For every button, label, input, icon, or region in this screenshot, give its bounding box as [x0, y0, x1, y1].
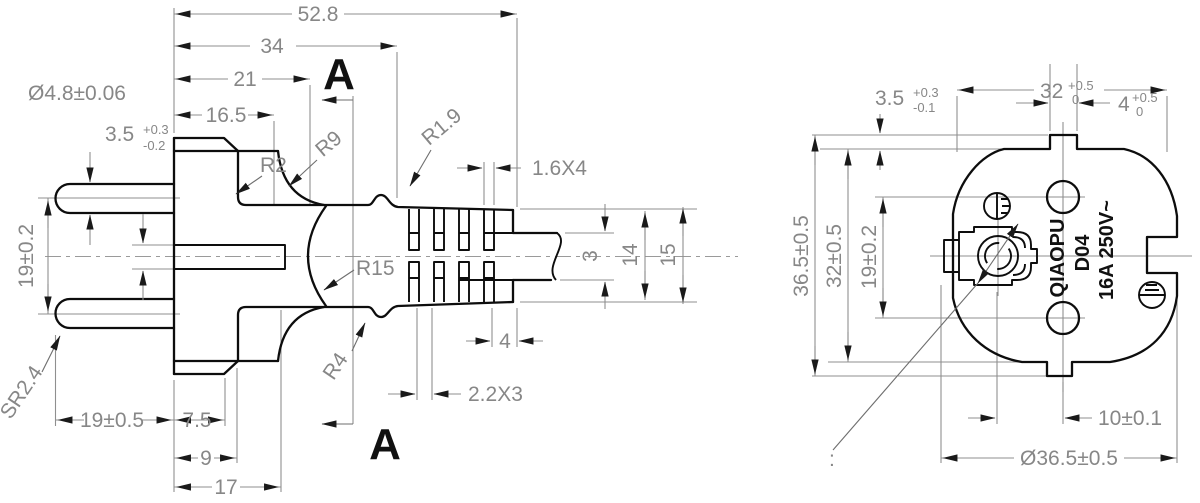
- dim-label-3-5-tab: 3.5: [875, 87, 904, 110]
- earth-screw-icon-top: [983, 192, 1011, 220]
- dim-tol-dn-3-5-tab: -0.1: [913, 100, 935, 115]
- pin-hole-bottom: [1045, 300, 1081, 336]
- cable-break-symbol: [551, 232, 562, 281]
- dim-label-r9: R9: [311, 127, 346, 162]
- fillet-r9-top: [276, 149, 326, 207]
- rating-text: 16A 250V~: [1096, 200, 1118, 300]
- dim-rib-tooth: 2.2X3: [388, 383, 523, 406]
- screw-slot-leader: [977, 223, 1019, 284]
- dim-tab-height: 3.5 +0.3 -0.1: [875, 85, 939, 170]
- dim-label-9: 9: [200, 447, 212, 470]
- dim-label-sr2-4: SR2.4: [0, 361, 48, 423]
- plug-body-outline: [172, 136, 515, 376]
- dim-label-36-5: 36.5±0.5: [790, 215, 813, 297]
- dim-height-15: 15: [657, 207, 687, 304]
- strain-relief-ribs: [408, 209, 513, 302]
- dim-label-1-6x4: 1.6X4: [532, 157, 587, 180]
- section-label-bottom: A: [369, 420, 401, 469]
- center-boss: [958, 226, 1038, 286]
- flange-top-rim: [172, 136, 240, 153]
- brand-text: QIAOPU: [1047, 219, 1069, 298]
- dim-label-pin-diameter: Ø4.8±0.06: [28, 82, 126, 105]
- dim-tol-dn-4: 0: [1136, 104, 1143, 119]
- dim-label-4-tab: 4: [1118, 93, 1130, 116]
- dim-face-width: 32 +0.5 0: [957, 78, 1167, 107]
- dim-label-r4: R4: [319, 349, 353, 384]
- side-view: 52.8 34 21 16.5 Ø4.8±0.06 3.5 +0.3: [0, 3, 738, 499]
- dim-label-17: 17: [214, 476, 237, 499]
- dim-tab-width: 4 +0.5 0: [1016, 90, 1158, 119]
- dim-rib-slot: 1.6X4: [457, 157, 587, 180]
- dim-label-21: 21: [233, 68, 256, 91]
- face-disc-outline: [951, 133, 1179, 378]
- pin-top: [54, 182, 176, 215]
- pin-bottom: [54, 297, 176, 330]
- dim-label-dia-36-5: Ø36.5±0.5: [1020, 447, 1118, 470]
- dim-cable-diameter: 3: [579, 204, 609, 309]
- cable: [511, 231, 562, 282]
- dim-label-15: 15: [657, 243, 680, 266]
- dim-tol-up-3-5: +0.3: [143, 122, 169, 137]
- dim-label-14: 14: [619, 243, 642, 267]
- face-left-wing: [943, 239, 959, 273]
- dim-label-2-2x3: 2.2X3: [468, 383, 523, 406]
- extension-lines-face: [812, 64, 1178, 463]
- dim-tol-dn-3-5: -0.2: [143, 138, 165, 153]
- dim-label-r2: R2: [260, 154, 287, 177]
- shoulder-bottom: [236, 300, 515, 363]
- dim-label-19-holes: 19±0.2: [858, 225, 881, 289]
- dim-tol-up-4: +0.5: [1132, 90, 1158, 105]
- dim-pin-tip-radius: SR2.4: [0, 335, 61, 423]
- dim-label-r15: R15: [356, 257, 395, 280]
- dim-height-14: 14: [619, 211, 649, 300]
- dim-pin-spacing: 19±0.2: [15, 198, 52, 314]
- dim-flat-height: 32±0.5: [823, 149, 852, 362]
- dim-label-32: 32: [1040, 80, 1063, 103]
- dim-overall-length: 52.8: [174, 3, 517, 26]
- dim-body-17: 17: [174, 476, 281, 499]
- dim-label-52-8: 52.8: [298, 3, 339, 26]
- dim-label-34: 34: [260, 35, 284, 58]
- dim-label-19-0-2: 19±0.2: [15, 224, 38, 288]
- pin-hole-top: [1045, 179, 1081, 215]
- dim-to-section-plane: 21: [174, 68, 310, 91]
- dim-tol-dn-32: 0: [1072, 92, 1079, 107]
- dim-to-shoulder: 16.5: [174, 104, 274, 127]
- dim-tol-up-32: +0.5: [1068, 78, 1094, 93]
- flange-bottom-rim: [172, 359, 240, 376]
- dim-label-3-5: 3.5: [105, 123, 134, 146]
- model-text: D04: [1072, 234, 1094, 272]
- dim-screw-offset: 10±0.1: [968, 407, 1162, 430]
- dim-label-10: 10±0.1: [1098, 407, 1162, 430]
- leader-note: :: [829, 448, 835, 471]
- dim-label-4: 4: [499, 330, 511, 353]
- earth-screw-icon-bottom: [1138, 281, 1166, 309]
- shoulder-top: [236, 149, 515, 212]
- dim-flange-thickness: 3.5 +0.3 -0.2: [105, 122, 169, 300]
- dim-label-r1-9: R1.9: [417, 104, 466, 150]
- dim-step-9: 9: [174, 447, 237, 470]
- section-label-top: A: [323, 50, 355, 99]
- dim-rib-pitch: 4: [466, 330, 543, 353]
- dim-pin-length: 19±0.5: [55, 409, 174, 432]
- dim-hole-spacing: 19±0.2: [858, 197, 887, 318]
- dim-label-3: 3: [579, 250, 602, 262]
- screw-slot-leader-tail: [832, 282, 979, 451]
- fillet-r9-bottom: [276, 305, 326, 363]
- dim-face-diameter: Ø36.5±0.5: [941, 447, 1177, 470]
- dim-to-rib-start: 34: [174, 35, 397, 58]
- dim-label-19-0-5: 19±0.5: [80, 409, 144, 432]
- dim-label-32-flat: 32±0.5: [823, 224, 846, 288]
- dim-outer-height: 36.5±0.5: [790, 135, 819, 376]
- earth-slot: [174, 244, 286, 270]
- dim-label-16-5: 16.5: [206, 104, 247, 127]
- pins: [54, 182, 176, 330]
- dome-silhouette-r15: [306, 204, 328, 308]
- dim-label-7-5: 7.5: [182, 409, 211, 432]
- dim-step-7-5: 7.5: [174, 409, 225, 432]
- dim-tol-up-3-5-tab: +0.3: [913, 85, 939, 100]
- face-view: : QIAOPU D04 16A 250V~ 32 +0.5 0 4 +0.5 …: [790, 64, 1192, 471]
